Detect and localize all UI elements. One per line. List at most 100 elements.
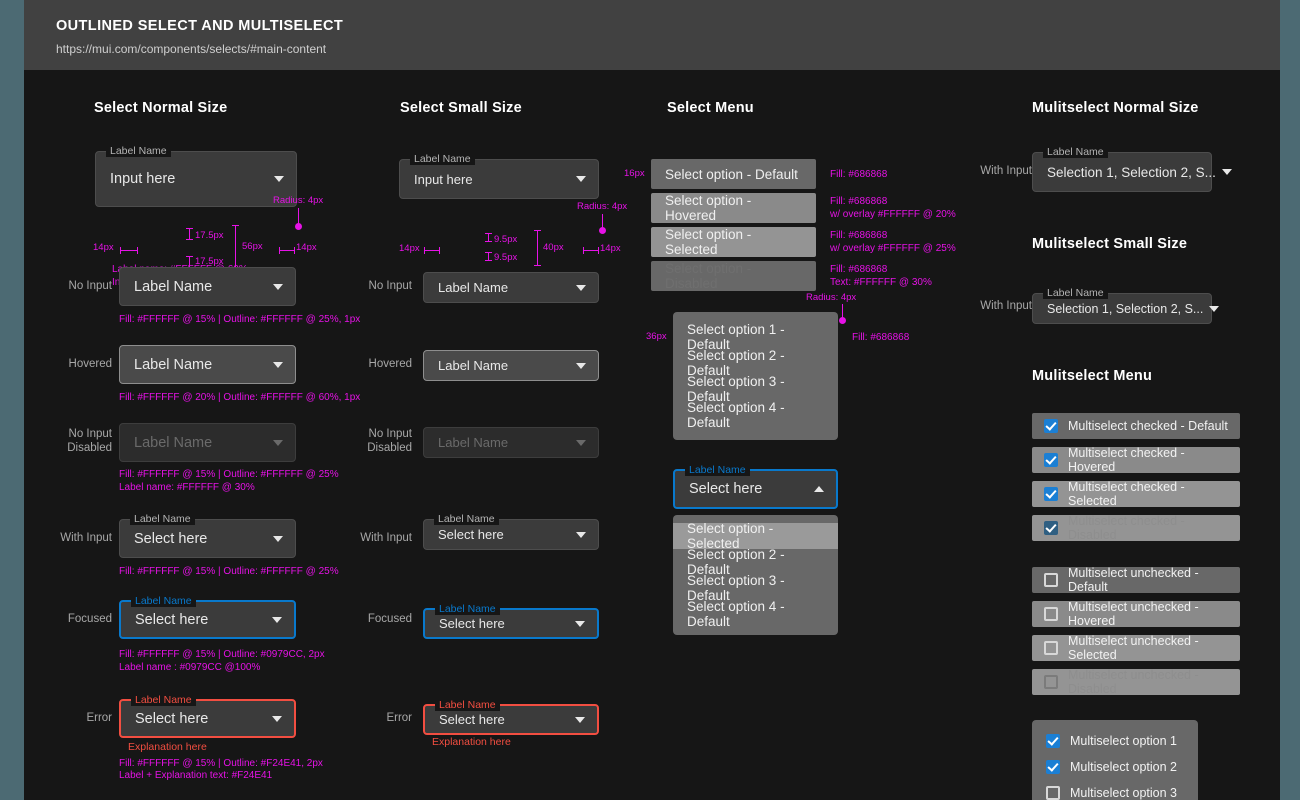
- measure-radius-normal-dot: [295, 223, 302, 230]
- chevron-down-icon[interactable]: [576, 531, 586, 538]
- select-menu-open-trigger[interactable]: Label Name Select here: [673, 464, 838, 509]
- checkbox-unchecked-icon[interactable]: [1044, 573, 1058, 587]
- menu-panel-item[interactable]: Select option 3 - Default: [687, 374, 785, 404]
- measure-pad-bottom-small: 9.5px: [494, 252, 518, 263]
- measure-radius-small-line: [602, 214, 603, 228]
- checkbox-checked-icon[interactable]: [1046, 734, 1060, 748]
- measure-cap: [137, 247, 138, 254]
- error-explanation-small: Explanation here: [432, 736, 511, 748]
- chevron-up-icon[interactable]: [814, 486, 824, 492]
- menu-open-item[interactable]: Select option 3 - Default: [687, 573, 785, 603]
- multiselect-normal-value: Selection 1, Selection 2, S...: [1047, 164, 1216, 180]
- spec-field-normal[interactable]: Label Name Input here: [95, 145, 297, 207]
- page-title: OUTLINED SELECT AND MULTISELECT: [56, 18, 344, 34]
- select-menu-panel[interactable]: Select option 1 - Default Select option …: [673, 312, 838, 440]
- select-normal-error-label: Label Name: [131, 694, 196, 706]
- spec-field-small[interactable]: Label Name Input here: [399, 153, 599, 199]
- select-small-with-input[interactable]: Label Name Select here: [423, 513, 599, 550]
- select-small-focused[interactable]: Label Name Select here: [423, 603, 599, 639]
- checkbox-checked-icon[interactable]: [1044, 487, 1058, 501]
- row-label-small-5: Error: [386, 712, 412, 724]
- chevron-down-icon[interactable]: [576, 284, 586, 291]
- select-normal-hovered[interactable]: Label Name: [119, 345, 296, 384]
- chevron-down-icon[interactable]: [576, 362, 586, 369]
- chevron-down-icon[interactable]: [575, 620, 585, 627]
- measure-pad-left-normal-line: [120, 250, 138, 251]
- chevron-down-icon[interactable]: [273, 283, 283, 290]
- select-normal-focused-value: Select here: [135, 611, 209, 628]
- multiselect-normal-with-input[interactable]: Label Name Selection 1, Selection 2, S..…: [1032, 146, 1232, 192]
- note-normal-hovered: Fill: #FFFFFF @ 20% | Outline: #FFFFFF @…: [119, 392, 361, 403]
- multiselect-unchecked-hovered[interactable]: Multiselect unchecked - Hovered: [1032, 600, 1240, 628]
- menu-panel-item[interactable]: Select option 1 - Default: [687, 322, 785, 352]
- chevron-down-icon[interactable]: [1209, 305, 1220, 312]
- chevron-down-icon[interactable]: [575, 716, 585, 723]
- select-normal-with-input[interactable]: Label Name Select here: [119, 513, 296, 558]
- multiselect-panel-item[interactable]: Multiselect option 3: [1032, 780, 1198, 800]
- menu-open-item-selected[interactable]: Select option - Selected: [673, 521, 838, 551]
- select-normal-disabled: Label Name: [119, 423, 296, 462]
- select-normal-error[interactable]: Label Name Select here: [119, 694, 296, 738]
- menu-panel-item[interactable]: Select option 2 - Default: [687, 348, 785, 378]
- multiselect-checked-selected[interactable]: Multiselect checked - Selected: [1032, 480, 1240, 508]
- menu-open-item[interactable]: Select option 2 - Default: [687, 547, 785, 577]
- row-label-small-1: Hovered: [368, 358, 412, 370]
- select-small-no-input[interactable]: Label Name: [423, 272, 599, 303]
- measure-pad-bottom-normal: 17.5px: [195, 256, 224, 267]
- measure-radius-small-dot: [599, 227, 606, 234]
- select-normal-hovered-value: Label Name: [134, 356, 213, 373]
- multiselect-panel-item[interactable]: Multiselect option 1: [1032, 728, 1198, 754]
- menu-panel-item[interactable]: Select option 4 - Default: [687, 400, 785, 430]
- menu-option-hovered[interactable]: Select option - Hovered: [651, 193, 816, 223]
- checkbox-checked-icon[interactable]: [1044, 419, 1058, 433]
- multiselect-checked-hovered[interactable]: Multiselect checked - Hovered: [1032, 446, 1240, 474]
- select-small-with-input-label: Label Name: [434, 513, 499, 525]
- select-normal-error-value: Select here: [135, 710, 209, 727]
- checkbox-unchecked-icon[interactable]: [1046, 786, 1060, 800]
- checkbox-checked-icon[interactable]: [1044, 453, 1058, 467]
- menu-option-selected[interactable]: Select option - Selected: [651, 227, 816, 257]
- chevron-down-icon[interactable]: [272, 715, 282, 722]
- select-small-focused-label: Label Name: [435, 603, 500, 615]
- checkbox-unchecked-icon[interactable]: [1044, 641, 1058, 655]
- checkbox-unchecked-icon[interactable]: [1044, 607, 1058, 621]
- chevron-down-icon[interactable]: [1221, 169, 1232, 175]
- chevron-down-icon[interactable]: [273, 535, 283, 542]
- multiselect-unchecked-default[interactable]: Multiselect unchecked - Default: [1032, 566, 1240, 594]
- select-small-hovered[interactable]: Label Name: [423, 350, 599, 381]
- measure-pad-left-normal: 14px: [93, 242, 114, 253]
- select-menu-open-panel[interactable]: Select option - Selected Select option 2…: [673, 515, 838, 635]
- select-normal-with-input-value: Select here: [134, 530, 208, 547]
- menu-open-item[interactable]: Select option 4 - Default: [687, 599, 785, 629]
- select-normal-focused[interactable]: Label Name Select here: [119, 595, 296, 639]
- measure-radius-menu: Radius: 4px: [806, 292, 857, 303]
- chevron-down-icon[interactable]: [273, 361, 283, 368]
- measure-radius-normal-line: [298, 208, 299, 224]
- multiselect-options-panel[interactable]: Multiselect option 1 Multiselect option …: [1032, 720, 1198, 800]
- chevron-down-icon[interactable]: [272, 616, 282, 623]
- multiselect-checked-default[interactable]: Multiselect checked - Default: [1032, 413, 1240, 439]
- multiselect-small-with-input[interactable]: Label Name Selection 1, Selection 2, S..…: [1032, 287, 1220, 324]
- multiselect-unchecked-selected[interactable]: Multiselect unchecked - Selected: [1032, 634, 1240, 662]
- multiselect-panel-item[interactable]: Multiselect option 2: [1032, 754, 1198, 780]
- chevron-down-icon[interactable]: [274, 176, 284, 182]
- note-menu-option-2-a: Fill: #686868: [830, 230, 888, 241]
- select-menu-open-label: Label Name: [685, 464, 750, 476]
- checkbox-checked-icon[interactable]: [1046, 760, 1060, 774]
- measure-pad-left-small-line: [424, 250, 440, 251]
- row-label-small-3: With Input: [360, 532, 412, 544]
- multiselect-unchecked-selected-text: Multiselect unchecked - Selected: [1068, 634, 1199, 662]
- note-normal-disabled-1: Label name: #FFFFFF @ 30%: [119, 482, 255, 493]
- select-normal-no-input[interactable]: Label Name: [119, 267, 296, 306]
- chevron-down-icon[interactable]: [576, 176, 586, 182]
- menu-option-default[interactable]: Select option - Default: [651, 159, 816, 189]
- multiselect-unchecked-default-text: Multiselect unchecked - Default: [1068, 566, 1199, 594]
- select-small-error[interactable]: Label Name Select here: [423, 699, 599, 735]
- measure-gap-top: 16px: [624, 168, 645, 179]
- checkbox-checked-icon: [1044, 521, 1058, 535]
- column-title-multiselect-menu: Mulitselect Menu: [1032, 368, 1153, 384]
- row-label-normal-5: Error: [86, 712, 112, 724]
- measure-gap-bottom: 36px: [646, 331, 667, 342]
- multiselect-checked-disabled-text: Multiselect checked - Disabled: [1068, 514, 1185, 542]
- measure-pad-left-small: 14px: [399, 243, 420, 254]
